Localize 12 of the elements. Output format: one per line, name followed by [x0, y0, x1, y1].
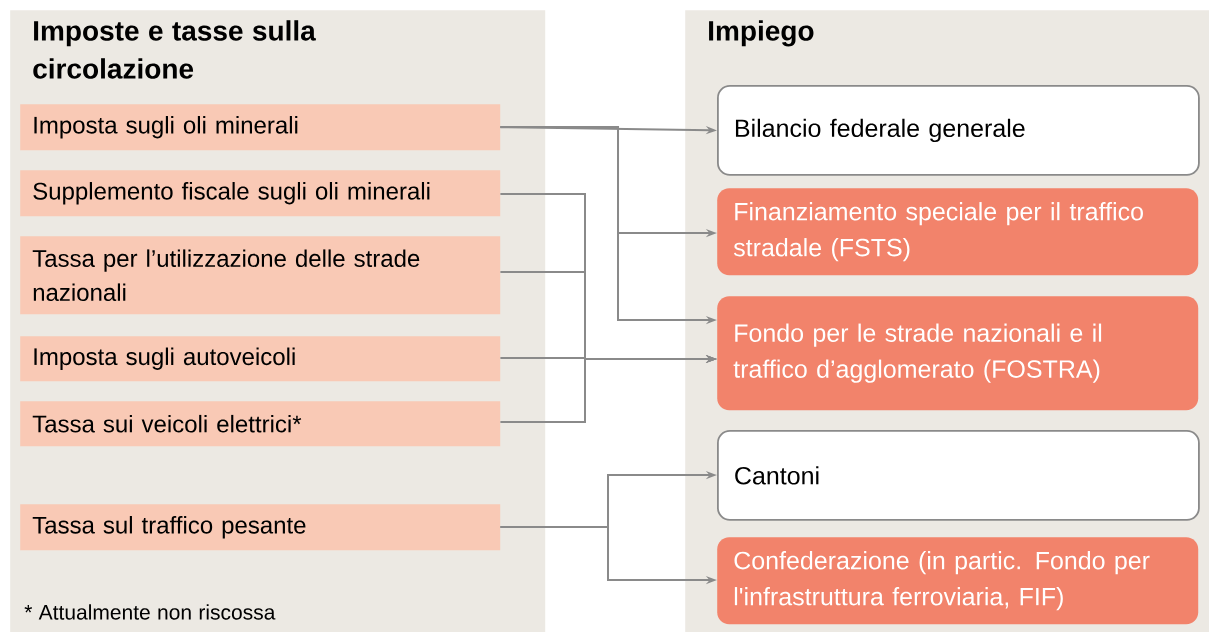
source-box: Supplemento fiscale sugli oli minerali	[20, 170, 501, 217]
source-box: Tassa sui veicoli elettrici*	[20, 401, 501, 447]
target-box: Bilancio federale generale	[717, 85, 1200, 176]
target-box: Cantoni	[717, 430, 1200, 521]
target-box: Fondo per le strade nazionali e il traffico d’agglomerato (FOSTRA)	[717, 296, 1199, 411]
source-box: Tassa per l’utilizzazione delle strade nazionali	[20, 236, 501, 315]
source-box: Imposta sugli autoveicoli	[20, 336, 501, 382]
target-box: Confederazione (in partic. Fondo per l'infrastruttura ferroviaria, FIF)	[717, 537, 1199, 625]
source-box: Imposta sugli oli minerali	[20, 104, 501, 151]
footnote: * Attualmente non riscossa	[24, 604, 276, 620]
target-box: Finanziamento speciale per il traffico stradale (FSTS)	[717, 188, 1199, 276]
source-box: Tassa sul traffico pesante	[20, 504, 501, 551]
